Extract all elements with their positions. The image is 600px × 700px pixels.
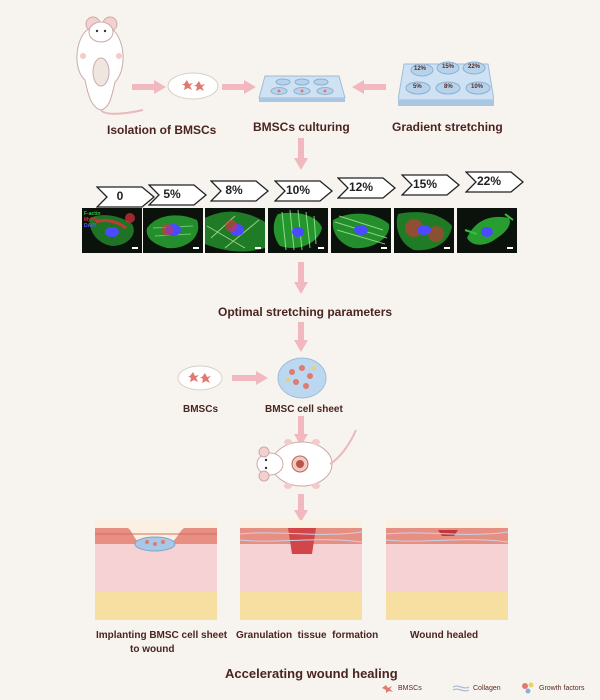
arrow-down-5 — [294, 494, 308, 522]
bmscs-label: BMSCs — [183, 404, 219, 415]
skin-implant-panel — [95, 520, 217, 620]
arrow-right-2 — [222, 80, 256, 94]
dish-label: 15% — [442, 64, 455, 70]
arrow-down-4 — [294, 416, 308, 446]
dish-label: 5% — [413, 84, 422, 90]
isolation-label: Isolation of BMSCs — [107, 123, 217, 137]
stretch-tag-12: 12% — [337, 177, 397, 199]
micrograph-10 — [268, 208, 328, 253]
micrograph-22 — [457, 208, 517, 253]
gradient-label: Gradient stretching — [392, 120, 503, 134]
stain-label-myh9: Myh9 — [84, 217, 97, 223]
culturing-label: BMSCs culturing — [253, 120, 350, 134]
micrograph-5 — [143, 208, 203, 253]
stretch-tag-10: 10% — [274, 180, 334, 202]
legend-growth-factors: Growth factors — [539, 685, 585, 692]
conclusion-title: Accelerating wound healing — [225, 666, 398, 681]
cell-sheet-label: BMSC cell sheet — [265, 404, 343, 415]
micrograph-12 — [331, 208, 391, 253]
stretch-tag-22: 22% — [465, 171, 525, 193]
dish-label: 8% — [444, 84, 453, 90]
stretch-tag-0: 0 — [96, 186, 156, 208]
rat-illustration — [76, 16, 144, 115]
micrograph-8 — [205, 208, 265, 253]
skin-healed-panel — [386, 520, 508, 620]
bmscs-legend-icon — [382, 685, 393, 693]
implant-label-line1: Implanting BMSC cell sheet — [96, 630, 228, 641]
stretch-tag-5: 5% — [148, 184, 208, 206]
culture-plate-icon — [258, 75, 346, 102]
stain-label-factin: F-actin — [84, 211, 101, 217]
legend-bmscs: BMSCs — [398, 685, 422, 692]
stretching-dish-plate: 12% 15% 22% 5% 8% 10% — [398, 56, 494, 108]
arrow-right-1 — [132, 80, 166, 94]
granulation-label: Granulation tissue formation — [236, 630, 379, 641]
micrograph-15 — [394, 208, 454, 253]
bmsc-cluster-icon — [167, 72, 219, 100]
growth-factors-legend-icon — [522, 682, 534, 694]
bmscs-cluster-icon — [177, 365, 223, 391]
dish-label: 10% — [471, 84, 484, 90]
optimal-label: Optimal stretching parameters — [218, 305, 393, 319]
stretch-tag-8: 8% — [210, 180, 270, 202]
collagen-legend-icon — [452, 685, 470, 692]
rat-wound-illustration — [256, 429, 357, 489]
arrow-right-3 — [232, 371, 268, 385]
cell-sheet-icon — [277, 357, 327, 399]
dish-label: 22% — [468, 64, 481, 70]
stain-label-dapi: DAPI — [84, 223, 96, 229]
skin-granulation-panel — [240, 520, 362, 620]
arrow-down-1 — [294, 138, 308, 170]
arrow-down-2 — [294, 262, 308, 294]
arrow-left-1 — [352, 80, 386, 94]
legend-collagen: Collagen — [473, 685, 501, 692]
stretch-tag-15: 15% — [401, 174, 461, 196]
dish-label: 12% — [414, 66, 427, 72]
healed-label: Wound healed — [410, 630, 479, 641]
implant-label-line2: to wound — [130, 644, 175, 655]
arrow-down-3 — [294, 322, 308, 352]
